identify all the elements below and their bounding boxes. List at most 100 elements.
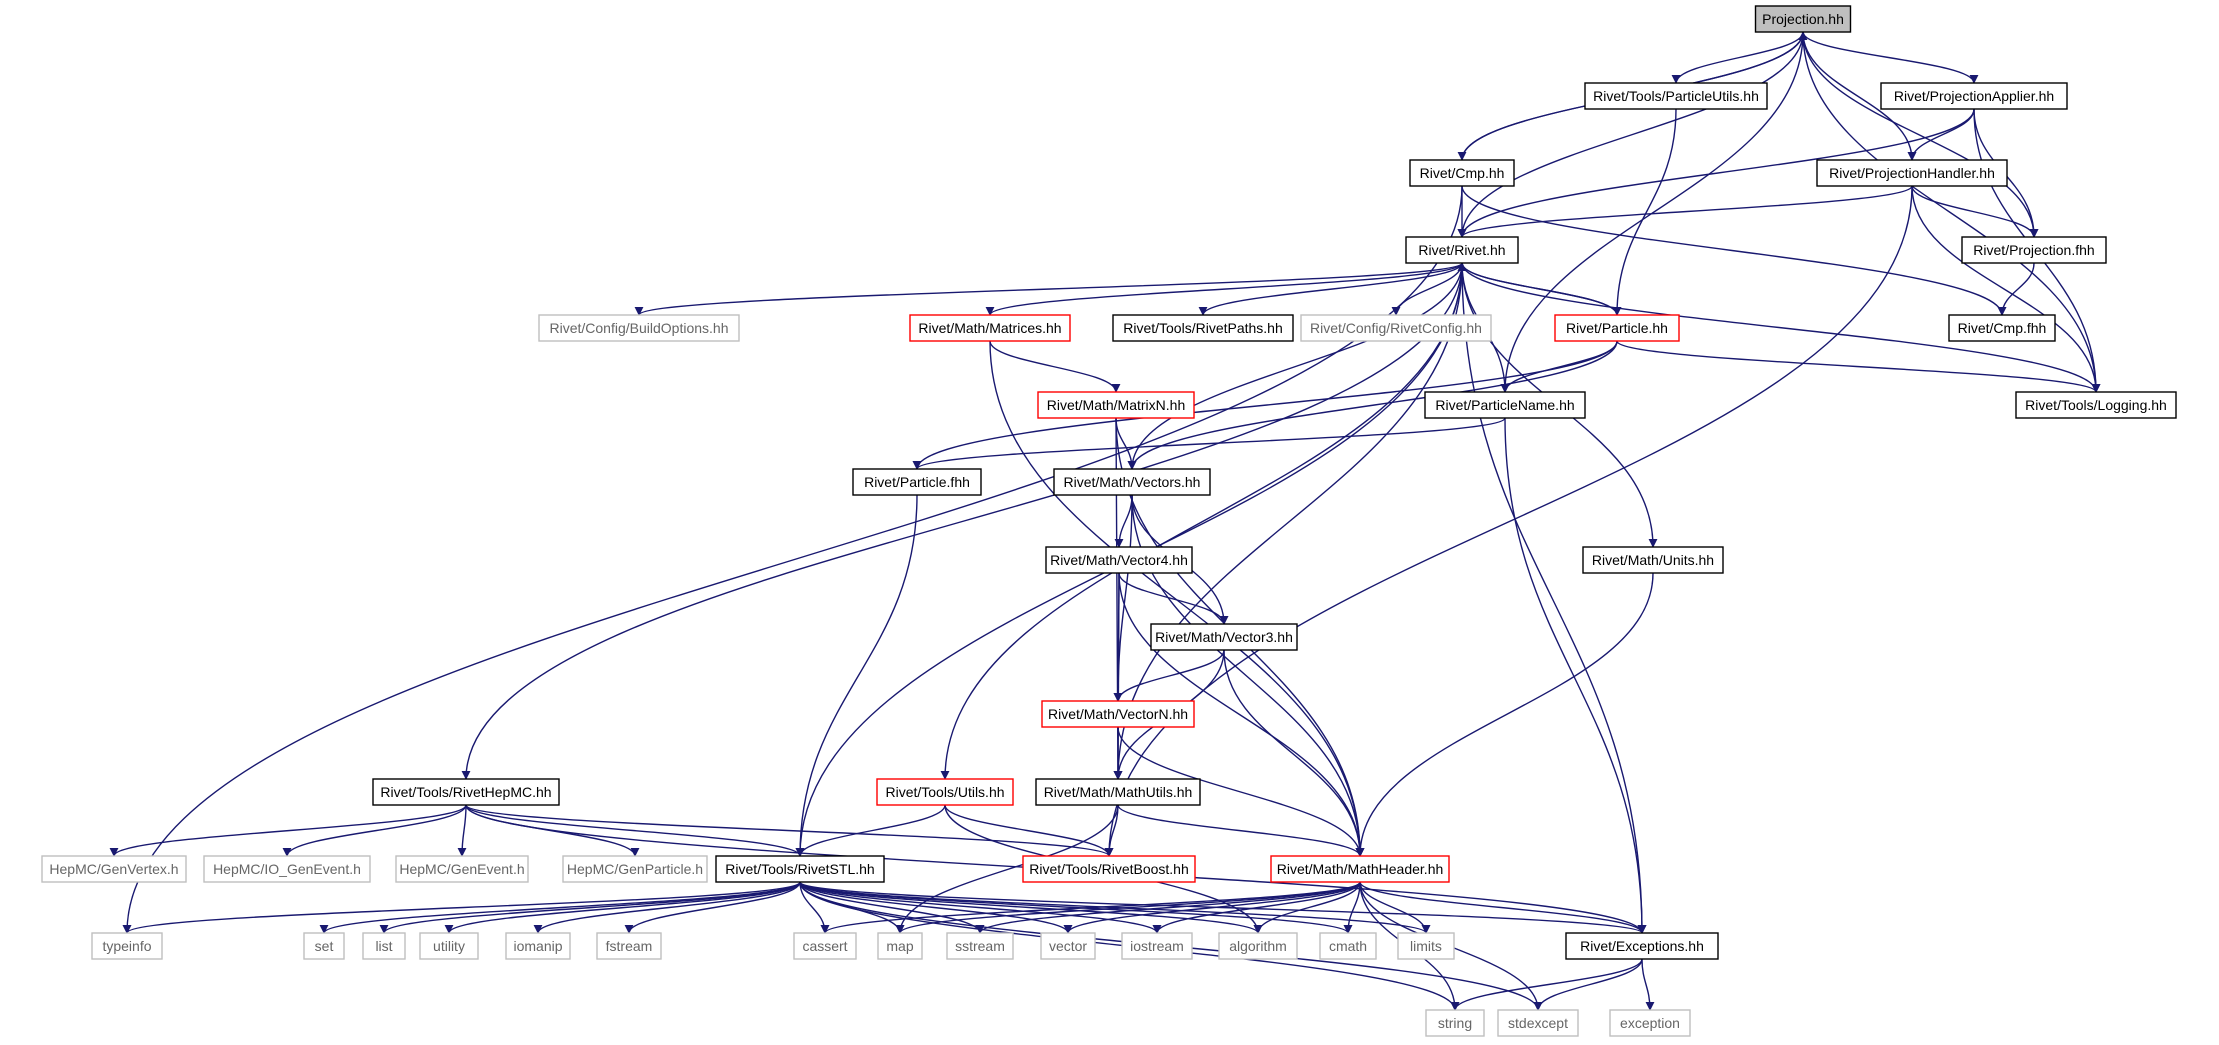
edge-particle-to-particlefhh [912,340,1618,470]
node-exception: exception [1609,1009,1691,1037]
edge-projection-to-particleutils [1671,31,1804,84]
node-box-utils [876,778,1014,806]
edge-vectors-to-vector4 [1114,494,1133,548]
node-genevent: HepMC/GenEvent.h [395,855,529,883]
node-vector4[interactable]: Rivet/Math/Vector4.hh [1045,546,1193,574]
node-io_genevent: HepMC/IO_GenEvent.h [203,855,371,883]
node-exceptions[interactable]: Rivet/Exceptions.hh [1565,932,1719,960]
node-label-iostream: iostream [1130,938,1184,954]
node-label-set: set [315,938,334,954]
node-label-rivetboost: Rivet/Tools/RivetBoost.hh [1029,861,1189,877]
node-matrixn[interactable]: Rivet/Math/MatrixN.hh [1037,391,1195,419]
node-label-rivet: Rivet/Rivet.hh [1418,242,1505,258]
edge-utils-to-rivetboost [944,804,1114,857]
node-box-vectorn [1041,700,1195,728]
node-matrices[interactable]: Rivet/Math/Matrices.hh [909,314,1071,342]
node-box-mathheader [1270,855,1450,883]
node-label-cmath: cmath [1329,938,1367,954]
node-box-projfhh [1961,236,2107,264]
node-box-limits [1397,932,1455,960]
edge-mathheader-to-cassert [820,881,1361,934]
node-label-limits: limits [1410,938,1442,954]
node-box-rivethepmc [372,778,560,806]
edge-projection-to-particlename [1500,31,1804,393]
node-box-io_genevent [203,855,371,883]
node-vectors[interactable]: Rivet/Math/Vectors.hh [1053,468,1211,496]
node-label-projapplier: Rivet/ProjectionApplier.hh [1894,88,2054,104]
node-box-rivetconfig [1300,314,1492,342]
node-label-particleutils: Rivet/Tools/ParticleUtils.hh [1593,88,1759,104]
edge-rivethepmc-to-genevent [457,804,467,857]
node-mathheader[interactable]: Rivet/Math/MathHeader.hh [1270,855,1450,883]
node-particleutils[interactable]: Rivet/Tools/ParticleUtils.hh [1584,82,1768,110]
node-box-particle [1554,314,1680,342]
edge-projection-to-projfhh [1802,31,2039,238]
node-rivetconfig: Rivet/Config/RivetConfig.hh [1300,314,1492,342]
node-particlefhh[interactable]: Rivet/Particle.fhh [852,468,982,496]
node-rivet[interactable]: Rivet/Rivet.hh [1405,236,1519,264]
node-box-logging [2015,391,2177,419]
node-box-particlename [1424,391,1586,419]
node-cassert: cassert [793,932,857,960]
node-label-stdexcept: stdexcept [1508,1015,1568,1031]
node-vectorn[interactable]: Rivet/Math/VectorN.hh [1041,700,1195,728]
edge-projection-to-logging [1802,31,2101,393]
node-label-cmp: Rivet/Cmp.hh [1420,165,1505,181]
node-box-projhandler [1816,159,2008,187]
edge-matrixn-to-vectors [1115,417,1137,470]
edge-rivetstl-to-list [379,881,801,934]
node-rivetboost[interactable]: Rivet/Tools/RivetBoost.hh [1022,855,1196,883]
node-box-algorithm [1218,932,1298,960]
edge-rivet-to-buildoptions [634,262,1463,316]
node-rivetpaths[interactable]: Rivet/Tools/RivetPaths.hh [1112,314,1294,342]
node-box-exception [1609,1009,1691,1037]
edge-exceptions-to-exception [1641,958,1655,1011]
edge-rivetstl-to-limits [799,881,1431,934]
node-particlename[interactable]: Rivet/ParticleName.hh [1424,391,1586,419]
node-projfhh[interactable]: Rivet/Projection.fhh [1961,236,2107,264]
node-label-utility: utility [433,938,465,954]
node-particle[interactable]: Rivet/Particle.hh [1554,314,1680,342]
edge-vector3-to-vectorn [1113,649,1225,702]
node-mathutils[interactable]: Rivet/Math/MathUtils.hh [1035,778,1201,806]
node-label-typeinfo: typeinfo [102,938,151,954]
node-box-cmath [1319,932,1377,960]
node-typeinfo: typeinfo [91,932,163,960]
node-box-rivetstl [715,855,885,883]
node-rivethepmc[interactable]: Rivet/Tools/RivetHepMC.hh [372,778,560,806]
node-cmp[interactable]: Rivet/Cmp.hh [1409,159,1515,187]
node-units[interactable]: Rivet/Math/Units.hh [1582,546,1724,574]
node-vector3[interactable]: Rivet/Math/Vector3.hh [1150,623,1298,651]
node-label-buildoptions: Rivet/Config/BuildOptions.hh [550,320,729,336]
node-label-mathutils: Rivet/Math/MathUtils.hh [1044,784,1193,800]
edge-rivetstl-to-cmath [799,881,1353,934]
node-rivetstl[interactable]: Rivet/Tools/RivetSTL.hh [715,855,885,883]
node-box-set [303,932,345,960]
edge-vector4-to-mathheader [1118,572,1365,857]
node-box-vector4 [1045,546,1193,574]
node-set: set [303,932,345,960]
node-stdexcept: stdexcept [1497,1009,1579,1037]
edge-rivetstl-to-iomanip [533,881,801,934]
node-label-rivetstl: Rivet/Tools/RivetSTL.hh [725,861,874,877]
node-logging[interactable]: Rivet/Tools/Logging.hh [2015,391,2177,419]
edge-mathheader-to-limits [1359,881,1431,934]
node-box-iomanip [505,932,571,960]
node-label-projection: Projection.hh [1762,11,1844,27]
node-projhandler[interactable]: Rivet/ProjectionHandler.hh [1816,159,2008,187]
edge-rivethepmc-to-genvertex [109,804,467,857]
node-box-rivetboost [1022,855,1196,883]
node-buildoptions: Rivet/Config/BuildOptions.hh [538,314,740,342]
node-utility: utility [419,932,479,960]
node-label-cmpfhh: Rivet/Cmp.fhh [1958,320,2047,336]
node-projapplier[interactable]: Rivet/ProjectionApplier.hh [1880,82,2068,110]
node-label-particlename: Rivet/ParticleName.hh [1435,397,1574,413]
edge-particle-to-logging [1616,340,2101,393]
node-box-exceptions [1565,932,1719,960]
node-cmpfhh[interactable]: Rivet/Cmp.fhh [1948,314,2056,342]
node-box-buildoptions [538,314,740,342]
node-projection[interactable]: Projection.hh [1754,5,1852,33]
node-label-vectors: Rivet/Math/Vectors.hh [1064,474,1201,490]
node-label-genparticle: HepMC/GenParticle.h [567,861,703,877]
node-utils[interactable]: Rivet/Tools/Utils.hh [876,778,1014,806]
